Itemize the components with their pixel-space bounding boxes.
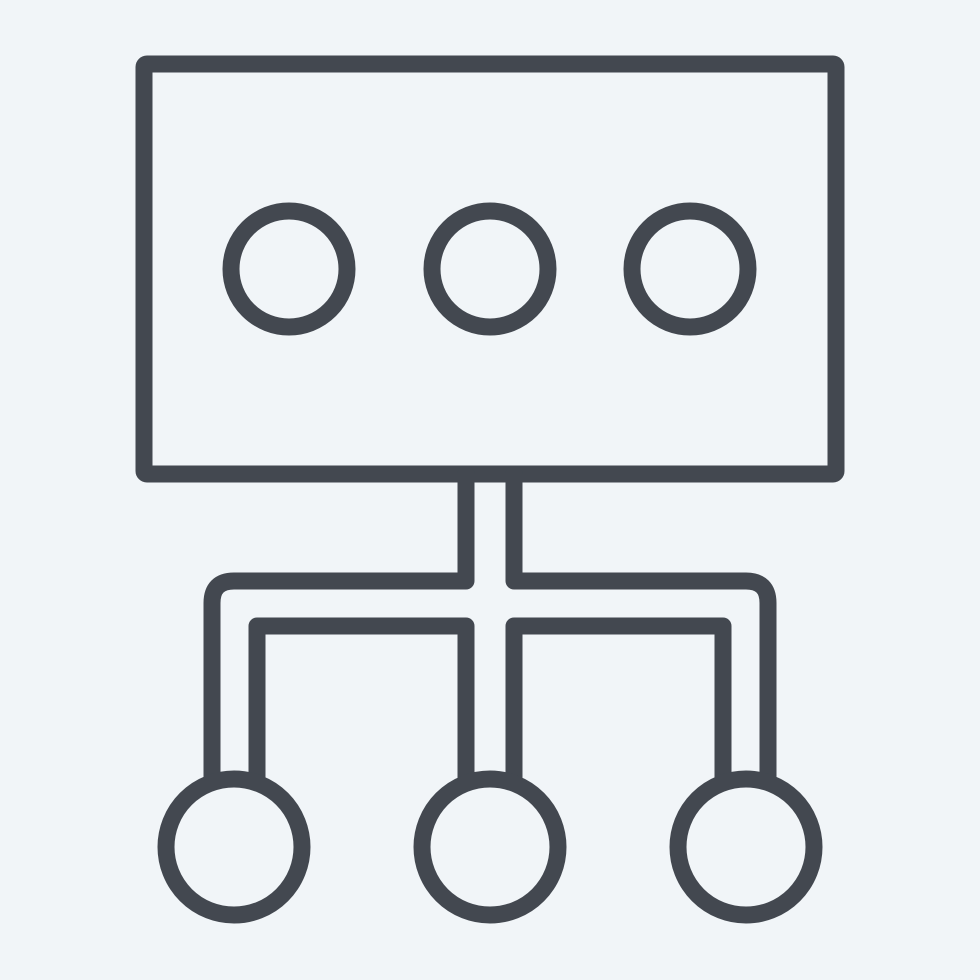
board-frame xyxy=(135,55,845,483)
board-dot-right xyxy=(623,202,757,336)
child-node-right xyxy=(669,770,823,924)
child-node-center xyxy=(413,770,567,924)
child-node-left xyxy=(157,770,311,924)
board-dot-center xyxy=(423,202,557,336)
board-dot-left xyxy=(222,202,356,336)
connector-outer-outline xyxy=(203,465,475,787)
connector-inner-outline-right xyxy=(505,617,732,787)
connector-inner-outline-left xyxy=(248,617,475,787)
connector-outer-outline-right xyxy=(505,465,777,787)
